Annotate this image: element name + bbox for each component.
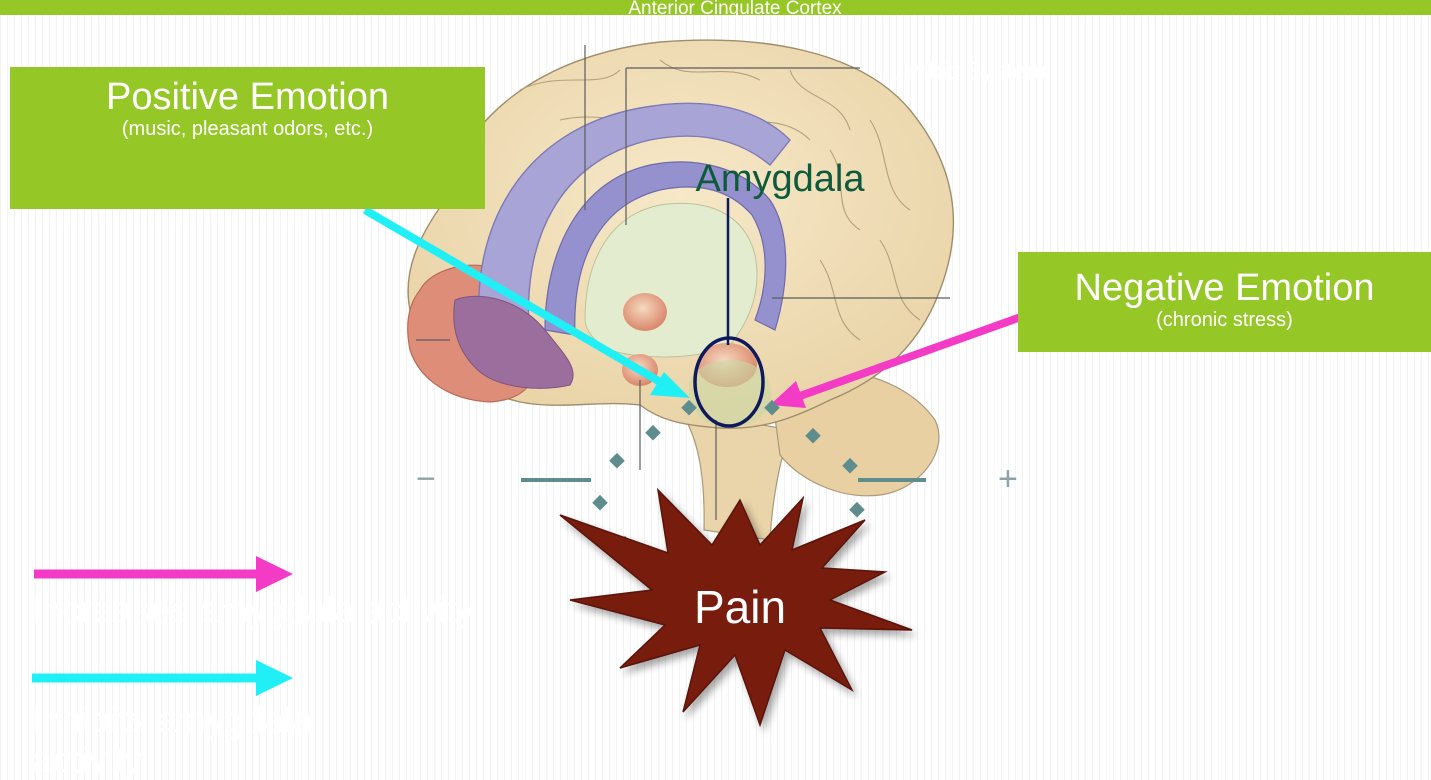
- amygdala-label: Amygdala: [620, 158, 940, 201]
- legend-magenta-arrow: [34, 556, 293, 592]
- positive-emotion-box: Positive Emotion (music, pleasant odors,…: [10, 67, 485, 209]
- plus-symbol: +: [998, 460, 1018, 499]
- negative-emotion-subtitle: (chronic stress): [1018, 308, 1431, 332]
- hypothalamus-nucleus: [623, 293, 667, 331]
- positive-emotion-title: Positive Emotion: [10, 77, 485, 117]
- legend-increase-label: Increases amygdala activity: [32, 590, 552, 630]
- positive-emotion-subtitle: (music, pleasant odors, etc.): [10, 117, 485, 141]
- minus-symbol: −: [416, 460, 436, 499]
- limbic-system-label: Limbic System: [890, 58, 1046, 86]
- negative-emotion-box: Negative Emotion (chronic stress): [1018, 252, 1431, 352]
- legend-inhibit-label: Inhibits amygdala activity: [32, 700, 392, 780]
- amygdala-area: [689, 360, 771, 428]
- negative-emotion-title: Negative Emotion: [1018, 268, 1431, 308]
- pain-label: Pain: [660, 580, 820, 634]
- legend-cyan-arrow: [32, 660, 293, 696]
